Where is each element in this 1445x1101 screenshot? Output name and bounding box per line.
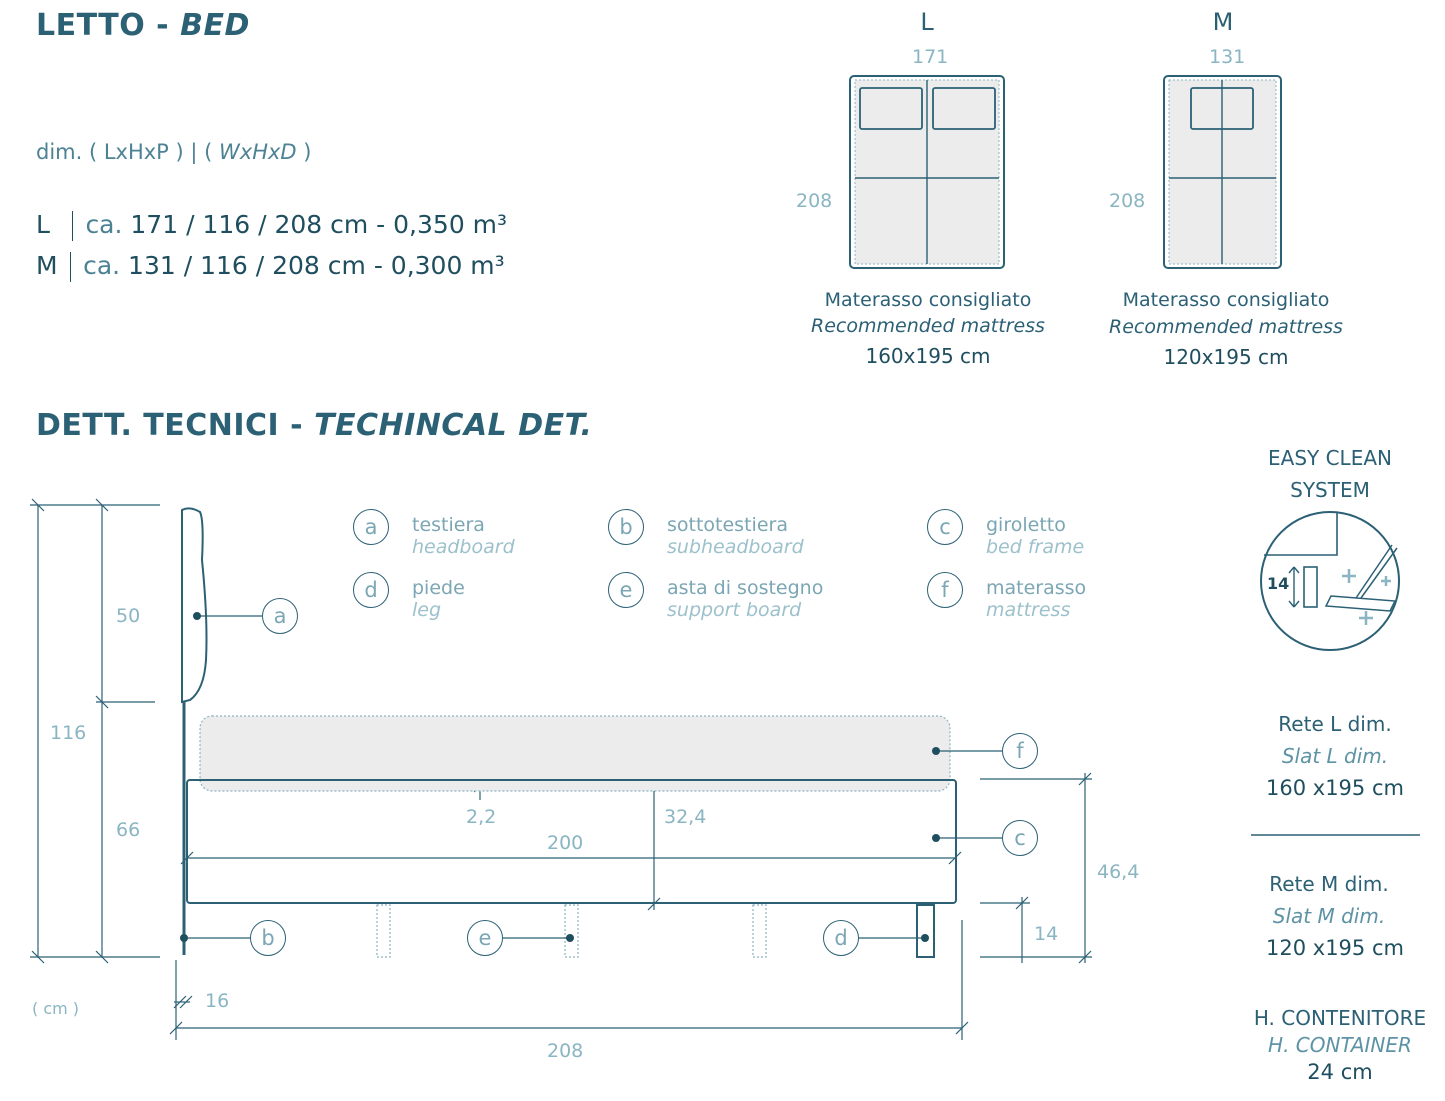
legend-e-circle: e	[608, 572, 644, 608]
slat-m-val: 120 x195 cm	[1266, 936, 1404, 960]
dim-frame-inner: 32,4	[664, 806, 707, 828]
dim-mattress-gap: 2,2	[466, 806, 497, 828]
plan-l-depth: 208	[796, 190, 833, 212]
mattress-shape	[199, 715, 951, 792]
bed-frame-shape	[186, 779, 957, 904]
callout-f: f	[1002, 733, 1038, 769]
plan-l-width: 171	[912, 46, 949, 68]
slat-l-en: Slat L dim.	[1281, 744, 1389, 768]
dim-label-italic: WxHxD	[219, 140, 297, 164]
callout-b: b	[250, 920, 286, 956]
unit-label: ( cm )	[32, 999, 80, 1018]
easy-clean-line1: EASY CLEAN	[1268, 446, 1392, 470]
legend-d-en: leg	[412, 599, 442, 621]
dim-total-height: 116	[50, 722, 87, 744]
plan-m-rec-en: Recommended mattress	[1109, 316, 1343, 338]
headboard-shape	[181, 507, 208, 704]
section-title-en: TECHINCAL DET.	[314, 408, 593, 443]
plan-m-label: M	[1212, 8, 1234, 36]
plan-m-drawing	[1163, 75, 1282, 269]
container-en: H. CONTAINER	[1268, 1033, 1412, 1057]
dim-right-height: 46,4	[1097, 861, 1140, 883]
callout-d: d	[823, 920, 859, 956]
dim-leg-height: 14	[1034, 923, 1059, 945]
section-title-it: DETT. TECNICI -	[36, 408, 315, 443]
plan-m-depth: 208	[1109, 190, 1146, 212]
legend-d-it: piede	[412, 577, 465, 599]
legend-a-it: testiera	[412, 514, 485, 536]
support-boards	[376, 904, 767, 958]
legend-b-it: sottotestiera	[667, 514, 788, 536]
dim-total-length: 208	[547, 1040, 584, 1062]
size-label: L	[36, 210, 50, 239]
easy-clean-line2: SYSTEM	[1290, 478, 1370, 502]
easy-clean-diagram	[1260, 511, 1400, 651]
plan-l-drawing	[849, 75, 1005, 269]
legend-b-en: subheadboard	[667, 536, 804, 558]
slat-m-en: Slat M dim.	[1272, 904, 1386, 928]
slat-m-it: Rete M dim.	[1269, 872, 1389, 896]
legend-f-en: mattress	[986, 599, 1071, 621]
legend-f-it: materasso	[986, 577, 1087, 599]
page-title: LETTO - BED	[36, 8, 250, 43]
callout-a: a	[262, 598, 298, 634]
plan-m-rec-it: Materasso consigliato	[1122, 289, 1330, 311]
plan-l-rec-val: 160x195 cm	[865, 344, 991, 368]
callout-lines	[184, 615, 1002, 939]
ca-label: ca.	[85, 210, 123, 239]
legend-a-en: headboard	[412, 536, 515, 558]
callout-e: e	[467, 920, 503, 956]
dimension-value: 131 / 116 / 208 cm - 0,300 m³	[128, 251, 505, 280]
legend-e-en: support board	[667, 599, 802, 621]
section-title: DETT. TECNICI - TECHINCAL DET.	[36, 408, 592, 443]
legend-e-it: asta di sostegno	[667, 577, 824, 599]
plan-l-label: L	[920, 8, 934, 36]
plan-l-rec-en: Recommended mattress	[811, 315, 1045, 337]
legend-f-circle: f	[927, 572, 963, 608]
legend-b-circle: b	[608, 509, 644, 545]
legend-a-circle: a	[353, 509, 389, 545]
container-val: 24 cm	[1307, 1060, 1373, 1084]
easy-clean-gap: 14	[1267, 574, 1290, 593]
legend-c-it: giroletto	[986, 514, 1066, 536]
container-it: H. CONTENITORE	[1253, 1006, 1427, 1030]
dimension-lines	[30, 498, 1092, 1040]
dim-inner-length: 200	[547, 832, 584, 854]
dimension-value: 171 / 116 / 208 cm - 0,350 m³	[130, 210, 508, 239]
plan-m-rec-val: 120x195 cm	[1163, 345, 1289, 369]
slat-l-val: 160 x195 cm	[1266, 776, 1404, 800]
dim-label-suffix: )	[296, 140, 312, 164]
callout-dots	[180, 612, 940, 942]
plan-m-width: 131	[1209, 46, 1246, 68]
leg-shape	[916, 904, 935, 958]
dimension-format-label: dim. ( LxHxP ) | ( WxHxD )	[36, 140, 311, 164]
dim-label-prefix: dim. ( LxHxP ) | (	[36, 140, 220, 164]
ca-label: ca.	[83, 251, 121, 280]
callout-c: c	[1002, 820, 1038, 856]
legend-c-circle: c	[927, 509, 963, 545]
plan-l-rec-it: Materasso consigliato	[824, 289, 1032, 311]
title-en: BED	[180, 8, 250, 43]
slat-l-it: Rete L dim.	[1278, 712, 1392, 736]
dim-head-thickness: 16	[205, 990, 230, 1012]
dim-frame-height: 66	[116, 819, 141, 841]
legend-d-circle: d	[353, 572, 389, 608]
title-it: LETTO -	[36, 8, 181, 43]
size-label: M	[36, 251, 58, 280]
dim-head-height: 50	[116, 605, 141, 627]
legend-c-en: bed frame	[986, 536, 1085, 558]
